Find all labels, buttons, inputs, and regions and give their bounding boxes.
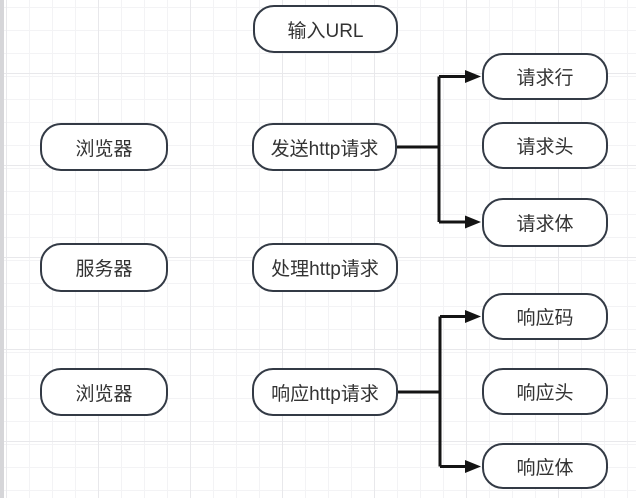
node-response-code[interactable]: 响应码 bbox=[482, 293, 608, 340]
arrowhead-request-line bbox=[465, 70, 481, 83]
arrowhead-request-body bbox=[465, 215, 481, 229]
node-browser-top[interactable]: 浏览器 bbox=[40, 123, 168, 171]
node-respond-request[interactable]: 响应http请求 bbox=[252, 368, 398, 416]
node-request-body-label: 请求体 bbox=[516, 214, 574, 235]
node-send-request-label: 发送http请求 bbox=[270, 138, 379, 160]
node-handle-request-label: 处理http请求 bbox=[271, 259, 379, 280]
node-response-header[interactable]: 响应头 bbox=[482, 368, 608, 415]
node-response-body-label: 响应体 bbox=[516, 457, 574, 479]
canvas-left-edge bbox=[0, 0, 4, 498]
arrowhead-response-code bbox=[465, 310, 481, 323]
connector-send-request-branch[interactable] bbox=[397, 70, 481, 229]
node-browser-bottom[interactable]: 浏览器 bbox=[40, 368, 168, 416]
node-browser-bottom-label: 浏览器 bbox=[75, 383, 133, 405]
node-request-header-label: 请求头 bbox=[516, 137, 574, 158]
node-input-url-label: 输入URL bbox=[287, 20, 364, 42]
connector-respond-request-branch[interactable] bbox=[398, 310, 481, 473]
node-handle-request[interactable]: 处理http请求 bbox=[252, 243, 398, 292]
node-input-url[interactable]: 输入URL bbox=[253, 5, 398, 53]
node-response-code-label: 响应码 bbox=[516, 308, 574, 329]
node-request-body[interactable]: 请求体 bbox=[482, 198, 608, 247]
node-request-line[interactable]: 请求行 bbox=[482, 53, 608, 100]
node-response-header-label: 响应头 bbox=[516, 383, 574, 404]
node-browser-top-label: 浏览器 bbox=[75, 138, 133, 160]
node-server-label: 服务器 bbox=[75, 259, 133, 280]
arrowhead-response-body bbox=[465, 460, 481, 473]
node-server[interactable]: 服务器 bbox=[40, 243, 168, 292]
node-respond-request-label: 响应http请求 bbox=[271, 383, 379, 405]
node-request-header[interactable]: 请求头 bbox=[482, 122, 608, 169]
node-request-line-label: 请求行 bbox=[516, 68, 574, 89]
node-send-request[interactable]: 发送http请求 bbox=[252, 123, 397, 171]
node-response-body[interactable]: 响应体 bbox=[482, 443, 608, 489]
